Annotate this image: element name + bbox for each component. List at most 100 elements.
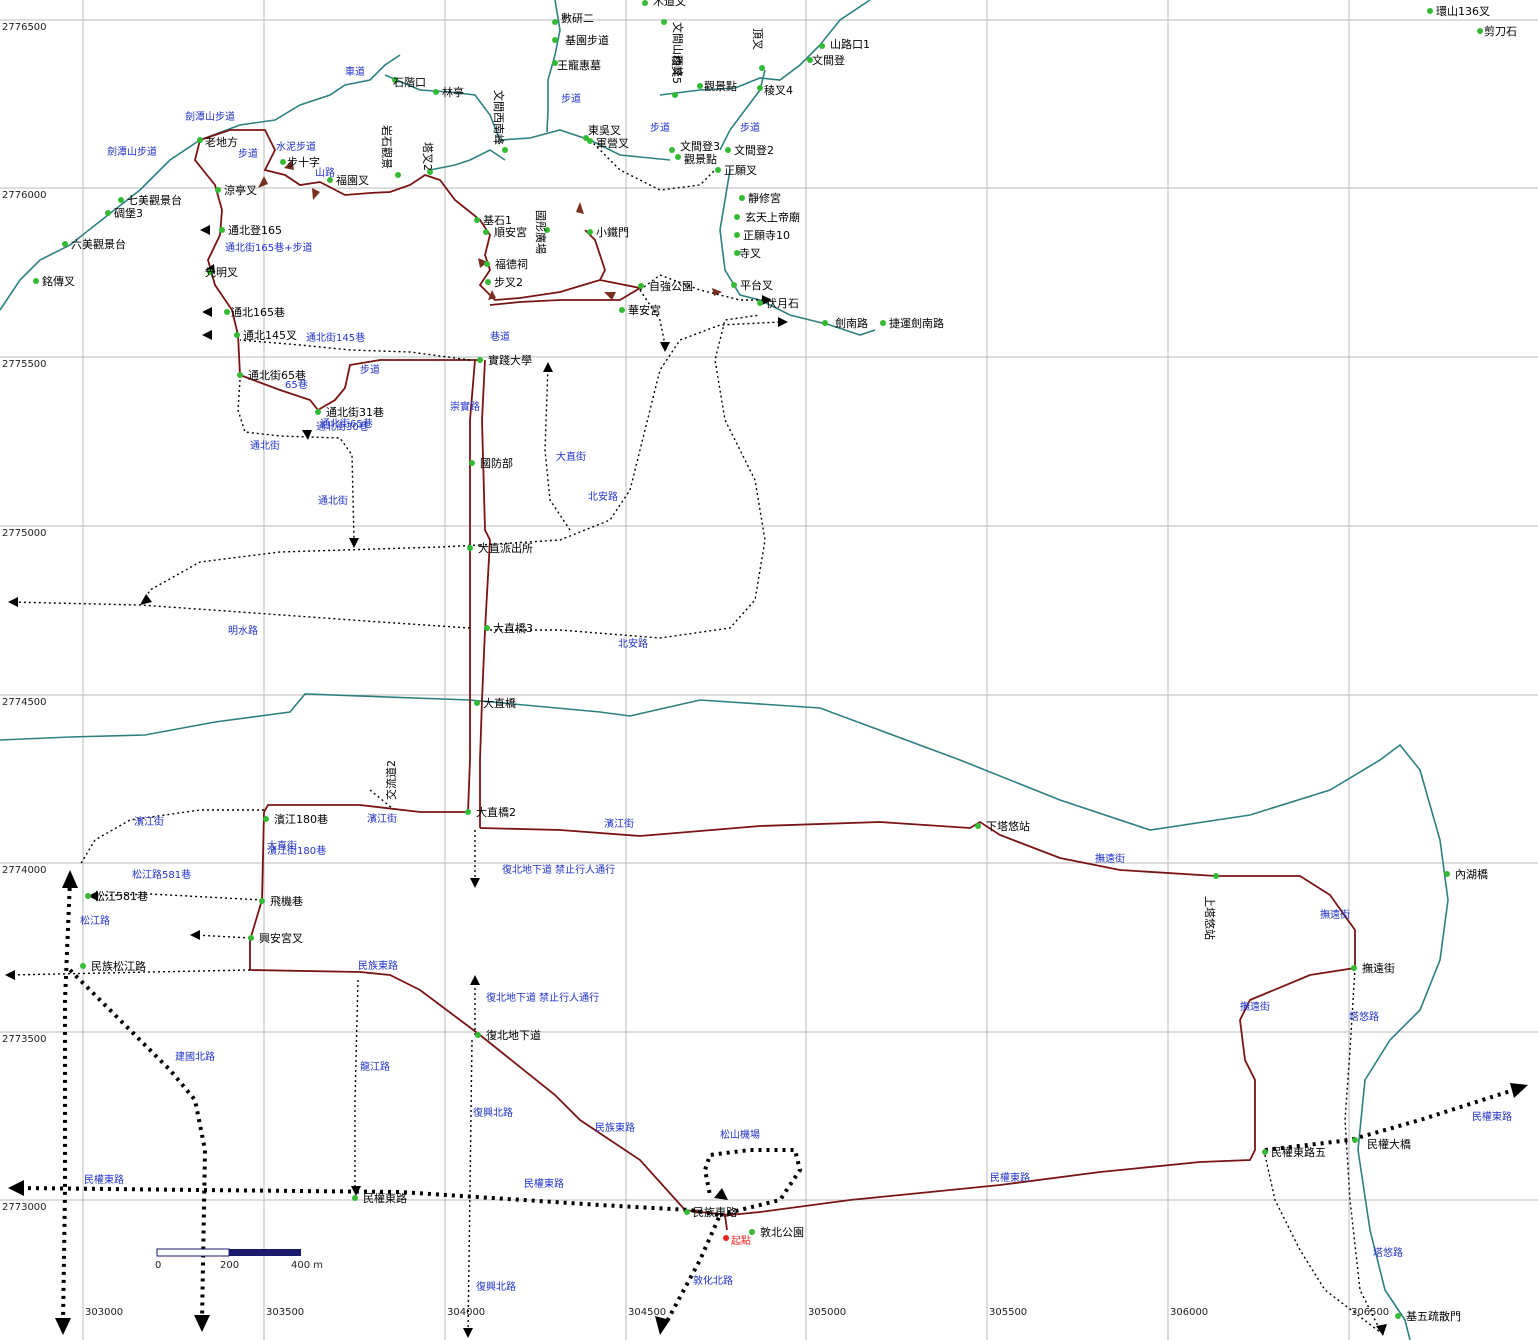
station-marker[interactable] <box>661 19 667 25</box>
station-marker[interactable] <box>118 197 124 203</box>
station-marker[interactable] <box>731 282 737 288</box>
station-marker[interactable] <box>822 320 828 326</box>
station-marker[interactable] <box>62 241 68 247</box>
station-marker[interactable] <box>587 229 593 235</box>
station-marker[interactable] <box>684 1209 690 1215</box>
dotted-route <box>479 321 781 546</box>
station-marker[interactable] <box>672 92 678 98</box>
station-marker[interactable] <box>1444 871 1450 877</box>
station-marker[interactable] <box>352 1195 358 1201</box>
station-marker[interactable] <box>248 935 254 941</box>
station-marker[interactable] <box>392 77 398 83</box>
station-marker[interactable] <box>234 332 240 338</box>
station-marker[interactable] <box>483 229 489 235</box>
station-marker[interactable] <box>552 37 558 43</box>
station-marker[interactable] <box>757 85 763 91</box>
station-marker[interactable] <box>477 357 483 363</box>
road-label: 撫遠街 <box>1240 1000 1270 1013</box>
station-marker[interactable] <box>395 172 401 178</box>
arrow-icon <box>284 160 294 170</box>
mountain-trail-line-4 <box>659 0 871 96</box>
station-marker[interactable] <box>759 65 765 71</box>
station-marker[interactable] <box>237 372 243 378</box>
station-marker[interactable] <box>85 893 91 899</box>
station-marker[interactable] <box>474 217 480 223</box>
station-marker[interactable] <box>734 232 740 238</box>
station-marker[interactable] <box>1262 1149 1268 1155</box>
thick-dotted-route <box>68 968 208 1323</box>
station-marker[interactable] <box>638 283 644 289</box>
station-marker[interactable] <box>749 1229 755 1235</box>
station-marker[interactable] <box>587 138 593 144</box>
road-label: 松江路581巷 <box>132 868 191 881</box>
station-marker[interactable] <box>1427 8 1433 14</box>
station-marker[interactable] <box>80 963 86 969</box>
station-marker[interactable] <box>475 1032 481 1038</box>
thick-dotted-route <box>19 1186 723 1326</box>
station-marker[interactable] <box>669 147 675 153</box>
station-marker[interactable] <box>484 625 490 631</box>
station-label: 碉堡3 <box>114 206 143 220</box>
station-marker[interactable] <box>1395 1313 1401 1319</box>
station-marker[interactable] <box>33 278 39 284</box>
station-label: 撫遠街 <box>1362 961 1395 975</box>
road-label: 松江路 <box>80 914 110 927</box>
station-marker[interactable] <box>880 320 886 326</box>
station-marker[interactable] <box>484 261 490 267</box>
station-label: 小鐵門 <box>596 225 629 239</box>
station-marker[interactable] <box>465 809 471 815</box>
station-marker[interactable] <box>485 279 491 285</box>
station-marker[interactable] <box>215 187 221 193</box>
station-marker[interactable] <box>1351 965 1357 971</box>
station-marker[interactable] <box>734 250 740 256</box>
station-label: 塔叉2 <box>421 142 434 171</box>
station-marker[interactable] <box>280 159 286 165</box>
station-marker[interactable] <box>725 147 731 153</box>
station-marker[interactable] <box>819 43 825 49</box>
arrow-icon <box>470 975 480 985</box>
station-marker[interactable] <box>219 227 225 233</box>
station-marker[interactable] <box>502 147 508 153</box>
station-marker[interactable] <box>327 177 333 183</box>
road-label: 濱江街 <box>604 817 634 830</box>
station-label: 福園叉 <box>336 173 369 187</box>
station-marker[interactable] <box>734 214 740 220</box>
station-marker[interactable] <box>619 307 625 313</box>
station-marker[interactable] <box>427 169 433 175</box>
station-marker[interactable] <box>642 0 648 6</box>
station-marker[interactable] <box>263 816 269 822</box>
station-marker[interactable] <box>697 83 703 89</box>
station-marker[interactable] <box>224 309 230 315</box>
station-marker[interactable] <box>474 700 480 706</box>
station-marker[interactable] <box>467 545 473 551</box>
station-marker[interactable] <box>1477 28 1483 34</box>
station-marker[interactable] <box>715 167 721 173</box>
road-label: 步道 <box>238 147 258 160</box>
station-marker[interactable] <box>105 210 111 216</box>
station-marker[interactable] <box>552 19 558 25</box>
station-marker[interactable] <box>259 898 265 904</box>
station-marker[interactable] <box>207 269 213 275</box>
station-label: 下塔悠站 <box>986 819 1030 833</box>
station-marker[interactable] <box>675 154 681 160</box>
station-label: 稜叉5 <box>670 55 683 84</box>
station-marker[interactable] <box>1352 1137 1358 1143</box>
arrow-icon <box>190 930 200 940</box>
station-marker[interactable] <box>757 300 763 306</box>
station-marker[interactable] <box>739 195 745 201</box>
station-marker[interactable] <box>469 460 475 466</box>
arrow-icon <box>576 202 584 214</box>
station-label: 國彤廣場 <box>534 210 548 254</box>
station-marker[interactable] <box>197 137 203 143</box>
station-marker[interactable] <box>315 409 321 415</box>
station-marker[interactable] <box>1213 873 1219 879</box>
station-marker[interactable] <box>433 89 439 95</box>
dotted-route <box>9 969 251 976</box>
station-marker[interactable] <box>544 227 550 233</box>
station-marker[interactable] <box>807 57 813 63</box>
binjiang-route-east <box>249 820 1356 1216</box>
station-marker[interactable] <box>552 60 558 66</box>
station-marker[interactable] <box>975 823 981 829</box>
road-labels-layer: 車道劍潭山步道步道水泥步道山路通北街165巷+步道劍潭山步道通北街步道通北街14… <box>80 65 1512 1293</box>
